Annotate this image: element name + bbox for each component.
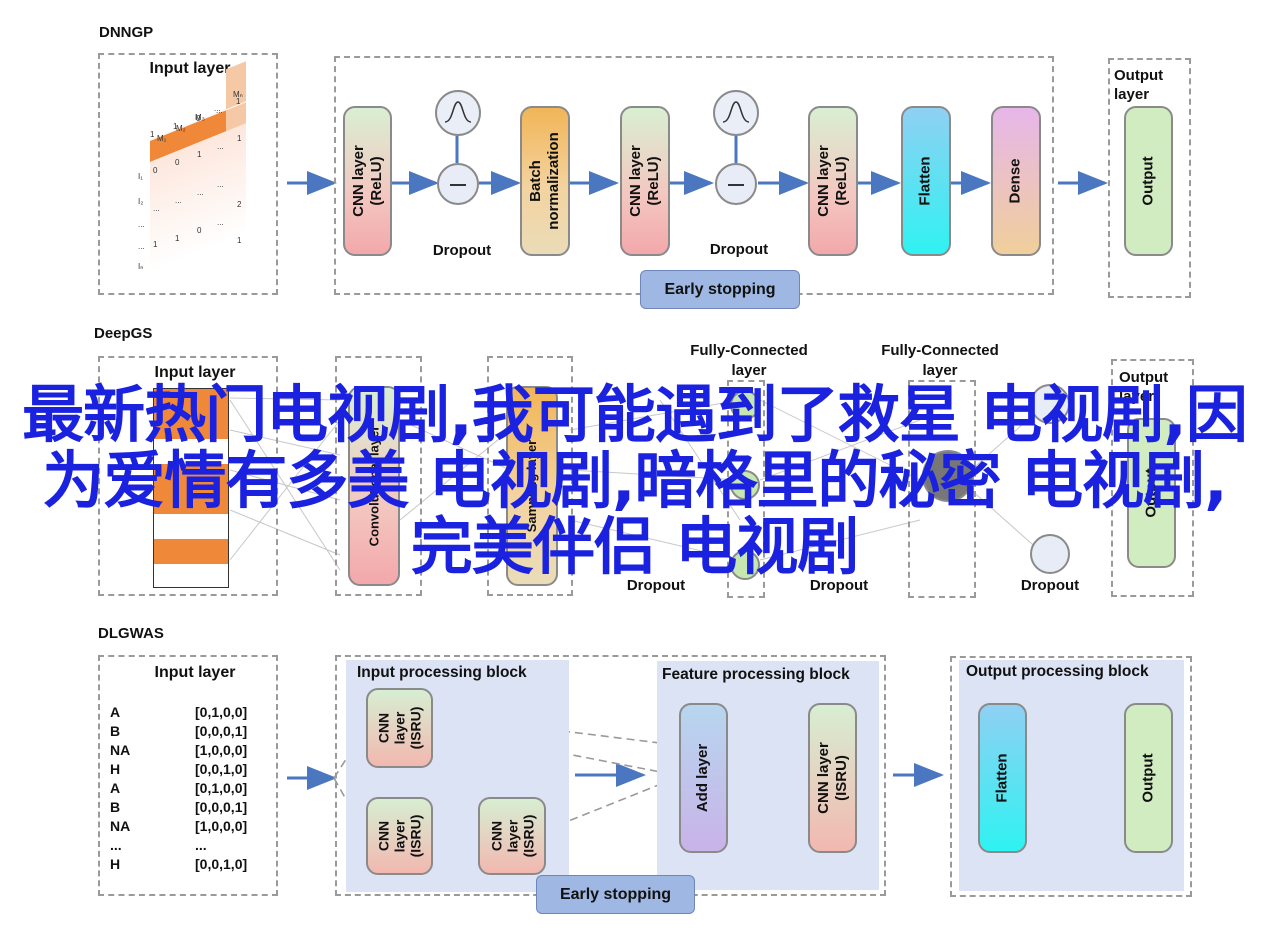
fc-neuron	[1030, 534, 1070, 574]
dropout-node-1	[437, 163, 479, 205]
matrix-cell: ...	[175, 196, 182, 205]
matrix-row-label: ...	[138, 242, 145, 251]
fc-neuron	[730, 470, 760, 500]
matrix-cell: 0	[175, 158, 180, 167]
matrix-cell: ...	[217, 180, 224, 189]
fc-neuron	[922, 450, 974, 502]
cnn-isru-node-1: CNN layer (ISRU)	[366, 688, 433, 768]
convolutional-node: Convolutional layer	[348, 386, 400, 586]
dlgwas-flatten-node: Flatten	[978, 703, 1027, 853]
early-stopping-badge: Early stopping	[640, 270, 800, 309]
dropout-label-2: Dropout	[709, 241, 769, 258]
matrix-cell: ...	[153, 204, 160, 213]
cnn-relu-node-3: CNN layer (ReLU)	[808, 106, 858, 256]
cnn-isru-feature-node: CNN layer (ISRU)	[808, 703, 857, 853]
dlgwas-input-layer-label: Input layer	[154, 664, 236, 681]
matrix-top-label: M₃	[195, 113, 205, 122]
matrix-top-label: Mₙ	[233, 90, 243, 99]
matrix-cell: 0	[197, 226, 202, 235]
matrix-cell: 2	[237, 200, 242, 209]
dlgwas-output-node: Output	[1124, 703, 1173, 853]
dense-node: Dense	[991, 106, 1041, 256]
matrix-cell: 1	[150, 130, 155, 139]
cnn-isru-node-3: CNN layer (ISRU)	[478, 797, 546, 875]
matrix-cell: 1	[153, 240, 158, 249]
dnngp-input-layer-label: Input layer	[149, 60, 231, 77]
deepgs-title: DeepGS	[94, 325, 153, 342]
deepgs-input-layer-label: Input layer	[154, 364, 236, 381]
dlgwas-title: DLGWAS	[98, 625, 164, 642]
dlgwas-early-stopping-badge: Early stopping	[536, 875, 695, 914]
matrix-cell: 1	[173, 122, 178, 131]
dropout-node-2	[715, 163, 757, 205]
sampling-layer-box	[487, 356, 573, 596]
fc-neuron	[1030, 384, 1070, 424]
dlgwas-output-box	[950, 656, 1192, 897]
fc-neuron	[730, 550, 760, 580]
matrix-cell: 1	[175, 234, 180, 243]
deepgs-dropout-label-2: Dropout	[809, 577, 869, 594]
genotype-encoding-list: A[0,1,0,0] B[0,0,0,1] NA[1,0,0,0] H[0,0,…	[110, 704, 248, 872]
deepgs-output-layer-label: Output layer	[1119, 369, 1169, 405]
feature-block-title: Feature processing block	[662, 666, 850, 683]
matrix-cell: ...	[217, 218, 224, 227]
matrix-top-label: ...	[214, 104, 221, 113]
matrix-row-label: I₁	[138, 172, 143, 181]
matrix-top-label: M₂	[176, 124, 186, 133]
activation-curve-icon	[713, 90, 759, 136]
matrix-row-label: Iₙ	[138, 262, 144, 271]
deepgs-output-box	[1111, 359, 1194, 597]
matrix-cell: ...	[217, 142, 224, 151]
matrix-cell: ...	[216, 106, 223, 115]
matrix-cell: 1	[237, 236, 242, 245]
cnn-relu-node-2: CNN layer (ReLU)	[620, 106, 670, 256]
batch-normalization-node: Batch normalization	[520, 106, 570, 256]
matrix-cell: 0	[153, 166, 158, 175]
cnn-isru-node-2: CNN layer (ISRU)	[366, 797, 433, 875]
deepgs-output-node: Output	[1127, 418, 1176, 568]
dropout-label-1: Dropout	[432, 242, 492, 259]
matrix-cell: 1	[197, 150, 202, 159]
overlay-caption: 最新热门电视剧,我可能遇到了救星 电视剧,因为爱情有多美 电视剧,暗格里的秘密 …	[22, 378, 1248, 583]
add-layer-node: Add layer	[679, 703, 728, 853]
input-block-title: Input processing block	[357, 664, 527, 681]
fc-layer-label-2: Fully-Connected layer	[881, 342, 999, 379]
deepgs-input-vector	[153, 388, 229, 588]
matrix-cell: 0	[196, 114, 201, 123]
dnngp-output-layer-label: Output layer	[1114, 67, 1164, 103]
activation-curve-icon	[435, 90, 481, 136]
dnngp-input-box	[98, 53, 278, 295]
dnngp-title: DNNGP	[99, 24, 154, 41]
matrix-cell: 1	[237, 134, 242, 143]
deepgs-input-box	[98, 356, 278, 596]
matrix-top-label: M₁	[157, 134, 167, 143]
sampling-node: Sampling layer	[506, 386, 558, 586]
deepgs-dropout-label-1: Dropout	[626, 577, 686, 594]
deepgs-dropout-label-3: Dropout	[1020, 577, 1080, 594]
matrix-row-label: I₂	[138, 197, 144, 206]
matrix-row-label: ...	[138, 220, 145, 229]
matrix-cell: 1	[236, 97, 241, 106]
dnngp-output-node: Output	[1124, 106, 1173, 256]
output-block-title: Output processing block	[966, 663, 1149, 680]
fc-layer-box-2	[908, 380, 976, 598]
fc-layer-box-1	[727, 380, 765, 598]
dlgwas-input-box	[98, 655, 278, 896]
dnngp-output-box	[1108, 58, 1191, 298]
matrix-cell: ...	[197, 188, 204, 197]
fc-neuron	[730, 390, 760, 420]
cnn-relu-node-1: CNN layer (ReLU)	[343, 106, 392, 256]
fc-layer-label-1: Fully-Connected layer	[690, 342, 808, 379]
conv-layer-box	[335, 356, 422, 596]
flatten-node: Flatten	[901, 106, 951, 256]
